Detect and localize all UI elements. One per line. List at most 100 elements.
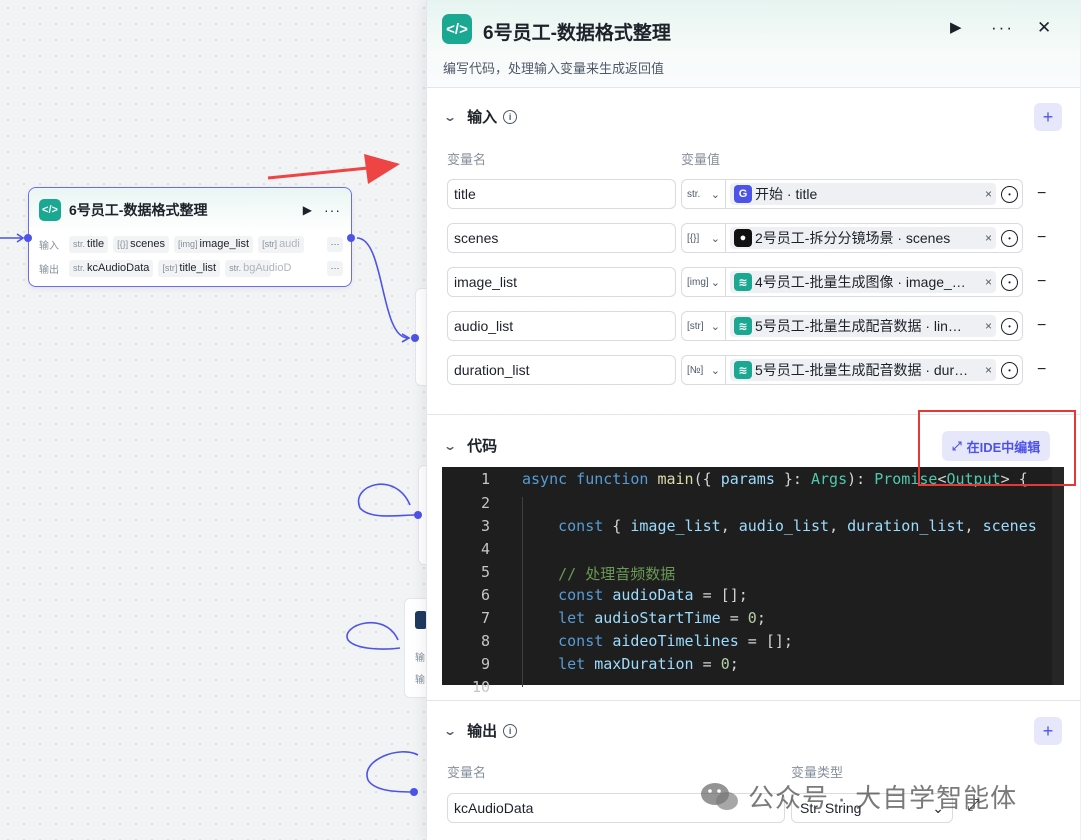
batch-node-icon: ≋ [734, 273, 752, 291]
watermark: 公众号 · 大自学智能体 [700, 778, 1017, 815]
value-reference-chip[interactable]: G 开始 · title × [730, 183, 996, 205]
more-outputs-button[interactable]: ··· [327, 260, 343, 276]
code-editor[interactable]: 1 2 3 4 5 6 7 8 9 10 async function main… [442, 467, 1064, 696]
variable-value-field[interactable]: ≋ 5号员工-批量生成配音数据 · lin… × • [725, 311, 1023, 341]
chevron-down-icon: ⌄ [710, 364, 720, 377]
line-number-gutter: 1 2 3 4 5 6 7 8 9 10 [442, 467, 516, 696]
line-number: 9 [480, 655, 490, 673]
node-icon [415, 611, 427, 629]
type-select[interactable]: [str]⌄ [681, 311, 725, 341]
panel-description[interactable]: 编写代码，处理输入变量来生成返回值 [443, 61, 665, 76]
wire-out-arrow [401, 333, 411, 343]
input-row: image_list [img]⌄ ≋ 4号员工-批量生成图像 · image_… [447, 267, 1047, 297]
wire-loop-1 [357, 483, 415, 517]
value-reference-chip[interactable]: ≋ 4号员工-批量生成图像 · image_… × [730, 271, 996, 293]
edit-in-ide-button[interactable]: ⤢ 在IDE中编辑 [942, 431, 1051, 461]
input-row: duration_list [№]⌄ ≋ 5号员工-批量生成配音数据 · dur… [447, 355, 1047, 385]
clear-icon[interactable]: × [984, 187, 992, 201]
remove-row-button[interactable]: − [1037, 317, 1047, 334]
line-number: 1 [480, 470, 490, 488]
chevron-down-icon[interactable]: ⌄ [442, 109, 458, 124]
chevron-down-icon: ⌄ [710, 320, 720, 333]
output-chip: str.kcAudioData [69, 259, 154, 277]
variable-value-field[interactable]: G 开始 · title × • [725, 179, 1023, 209]
value-reference-chip[interactable]: ≋ 5号员工-批量生成配音数据 · dur… × [730, 359, 996, 381]
play-icon[interactable]: ▶ [950, 19, 962, 36]
clear-icon[interactable]: × [984, 319, 992, 333]
agent-node-icon: ● [734, 229, 752, 247]
reference-icon[interactable]: • [1001, 185, 1018, 203]
type-select[interactable]: [{}]⌄ [681, 223, 725, 253]
clear-icon[interactable]: × [984, 231, 992, 245]
clear-icon[interactable]: × [984, 275, 992, 289]
clear-icon[interactable]: × [984, 363, 992, 377]
type-select[interactable]: str.⌄ [681, 179, 725, 209]
variable-name-input[interactable]: scenes [447, 223, 676, 253]
close-icon[interactable]: ✕ [1037, 18, 1052, 37]
more-icon[interactable]: ··· [991, 18, 1014, 37]
variable-name-input[interactable]: duration_list [447, 355, 676, 385]
batch-node-icon: ≋ [734, 317, 752, 335]
reference-icon[interactable]: • [1001, 361, 1018, 379]
reference-icon[interactable]: • [1001, 273, 1018, 291]
outputs-label: 输出 [39, 264, 59, 276]
add-input-button[interactable]: + [1034, 103, 1062, 131]
vertical-scrollbar[interactable] [1052, 467, 1064, 685]
node-input-port[interactable] [24, 234, 32, 242]
panel-title[interactable]: 6号员工-数据格式整理 [483, 23, 671, 44]
code-line: let maxDuration = 0; [558, 655, 739, 673]
remove-row-button[interactable]: − [1037, 185, 1047, 202]
section-title: 代码 [467, 438, 498, 455]
variable-value-field[interactable]: ● 2号员工-拆分分镜场景 · scenes × • [725, 223, 1023, 253]
type-select[interactable]: [№]⌄ [681, 355, 725, 385]
code-section-header[interactable]: ⌄ 代码 [442, 435, 498, 456]
output-section-header[interactable]: ⌄ 输出 i [442, 720, 518, 741]
stub-label-b: 输 [415, 675, 425, 686]
info-icon[interactable]: i [503, 109, 518, 124]
value-reference-chip[interactable]: ● 2号员工-拆分分镜场景 · scenes × [730, 227, 996, 249]
reference-icon[interactable]: • [1001, 317, 1018, 335]
code-line: const audioData = []; [558, 586, 748, 604]
input-port[interactable] [410, 788, 418, 796]
input-row: title str.⌄ G 开始 · title × • − [447, 179, 1047, 209]
code-node-card[interactable]: </> 6号员工-数据格式整理 ▶ ··· 输入 str.title [{}]s… [24, 187, 355, 287]
node-inputs-row: 输入 str.title [{}]scenes [img]image_list … [29, 232, 351, 256]
input-chip: [str]audi [258, 235, 304, 253]
more-inputs-button[interactable]: ··· [327, 236, 343, 252]
chevron-down-icon[interactable]: ⌄ [442, 723, 458, 738]
more-icon[interactable]: ··· [324, 202, 341, 218]
variable-value-field[interactable]: ≋ 4号员工-批量生成图像 · image_… × • [725, 267, 1023, 297]
line-number: 4 [480, 540, 490, 558]
input-port[interactable] [414, 511, 422, 519]
output-type-select[interactable]: Str. String ⌄ [791, 793, 953, 823]
remove-row-button[interactable]: − [1037, 361, 1047, 378]
line-number: 3 [480, 517, 490, 535]
node-outputs-row: 输出 str.kcAudioData [str]title_list str.b… [29, 256, 351, 280]
chevron-down-icon[interactable]: ⌄ [442, 438, 458, 453]
play-icon[interactable]: ▶ [302, 203, 312, 217]
chevron-down-icon: ⌄ [932, 799, 944, 816]
variable-value-field[interactable]: ≋ 5号员工-批量生成配音数据 · dur… × • [725, 355, 1023, 385]
value-reference-chip[interactable]: ≋ 5号员工-批量生成配音数据 · lin… × [730, 315, 996, 337]
wire-loop-2 [346, 621, 401, 650]
add-output-button[interactable]: + [1034, 717, 1062, 745]
variable-name-input[interactable]: image_list [447, 267, 676, 297]
column-header-name: 变量名 [447, 765, 487, 780]
expand-icon[interactable]: ⤢ [967, 797, 980, 814]
line-number: 2 [480, 494, 490, 512]
variable-name-input[interactable]: title [447, 179, 676, 209]
reference-icon[interactable]: • [1001, 229, 1018, 247]
remove-row-button[interactable]: − [1037, 273, 1047, 290]
section-title: 输入 [467, 109, 498, 126]
variable-name-input[interactable]: audio_list [447, 311, 676, 341]
input-port[interactable] [411, 334, 419, 342]
type-select[interactable]: [img]⌄ [681, 267, 725, 297]
expand-icon: ⤢ [952, 438, 962, 453]
line-number: 10 [471, 678, 490, 696]
wire-loop-3 [366, 751, 419, 793]
info-icon[interactable]: i [503, 723, 518, 738]
input-section-header[interactable]: ⌄ 输入 i [442, 106, 518, 127]
chevron-down-icon: ⌄ [710, 188, 720, 201]
node-output-port[interactable] [347, 234, 355, 242]
remove-row-button[interactable]: − [1037, 229, 1047, 246]
